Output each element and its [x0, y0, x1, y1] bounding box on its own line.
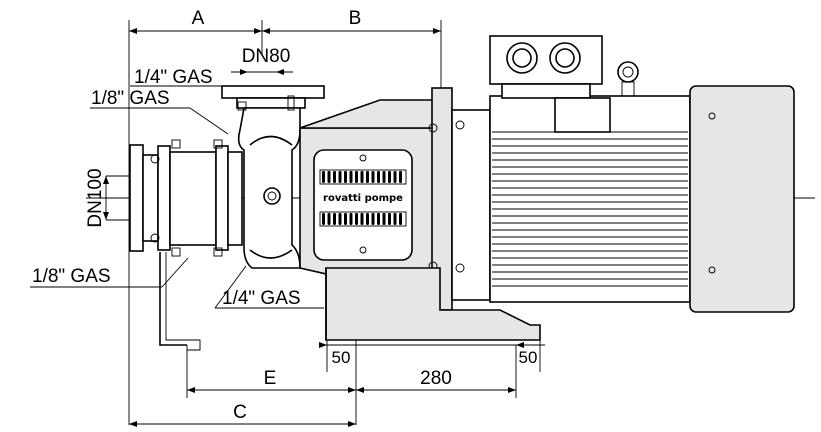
- dimension-e-label: E: [264, 368, 277, 389]
- vent-slot: [360, 171, 364, 183]
- brand-label: rovatti pompe: [323, 193, 403, 204]
- dn80-label: DN80: [242, 46, 291, 67]
- vent-slot: [366, 213, 369, 225]
- vent-slot: [399, 213, 402, 225]
- motor: [489, 35, 795, 313]
- vent-slot: [360, 213, 364, 225]
- vent-slot: [388, 171, 391, 183]
- vent-slot: [355, 171, 358, 183]
- volute: [221, 85, 325, 269]
- vent-slot: [388, 213, 391, 225]
- vent-slot: [366, 171, 369, 183]
- gas-quarter-top-label: 1/4" GAS: [134, 67, 213, 88]
- vent-slot: [338, 213, 342, 225]
- vent-slot: [322, 213, 325, 225]
- gas-eighth-bottom-label: 1/8" GAS: [32, 266, 111, 287]
- motor-fins: [492, 131, 688, 287]
- dimension-50-right-label: 50: [519, 348, 538, 367]
- vent-slot: [382, 213, 386, 225]
- vent-slot: [399, 171, 402, 183]
- vent-slot: [382, 171, 386, 183]
- vent-slot: [393, 171, 397, 183]
- vent-slot: [371, 213, 375, 225]
- pump-casing: [129, 139, 243, 351]
- vent-slot: [355, 213, 358, 225]
- vent-slot: [344, 171, 347, 183]
- vent-slot: [377, 171, 380, 183]
- vent-slot: [371, 171, 375, 183]
- vent-slot: [327, 171, 331, 183]
- vent-slots-bottom: [319, 211, 407, 227]
- labels: A B DN80 1/4" GAS 1/8" GAS DN100 1/8" GA…: [32, 8, 537, 423]
- vent-slot: [349, 171, 353, 183]
- gas-quarter-bottom-label: 1/4" GAS: [222, 288, 301, 309]
- gas-eighth-top-label: 1/8" GAS: [91, 88, 170, 109]
- vent-slots-top: [319, 169, 407, 185]
- dimension-280-label: 280: [420, 368, 452, 389]
- vent-slot: [333, 171, 336, 183]
- vent-slot: [333, 213, 336, 225]
- vent-slot: [344, 213, 347, 225]
- dimension-50-left-label: 50: [332, 348, 351, 367]
- vent-slot: [327, 213, 331, 225]
- vent-slot: [393, 213, 397, 225]
- lantern-bracket: rovatti pompe: [299, 87, 541, 341]
- vent-slot: [349, 213, 353, 225]
- dn100-label: DN100: [85, 168, 106, 227]
- vent-slot: [377, 213, 380, 225]
- vent-slot: [322, 171, 325, 183]
- dimension-c-label: C: [233, 402, 247, 423]
- vent-slot: [338, 171, 342, 183]
- dimension-a-label: A: [192, 8, 205, 29]
- dimension-b-label: B: [349, 8, 362, 29]
